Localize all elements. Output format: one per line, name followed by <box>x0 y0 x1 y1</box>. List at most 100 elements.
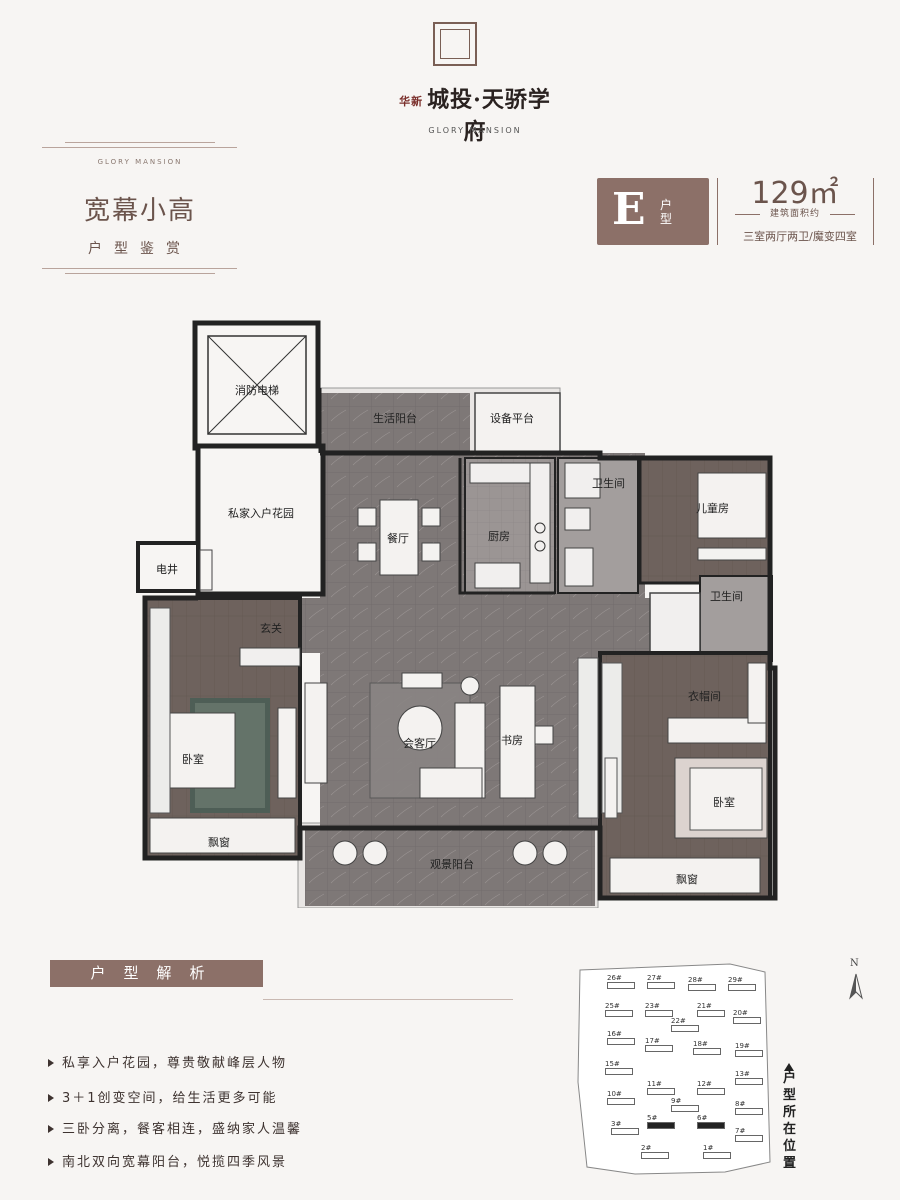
room-foyer: 玄关 <box>260 622 282 635</box>
site-building-block <box>607 1038 635 1045</box>
site-building-label: 25# <box>605 1002 620 1010</box>
analysis-point-text: 三卧分离，餐客相连，盛纳家人温馨 <box>62 1122 303 1137</box>
site-building-label: 18# <box>693 1040 708 1048</box>
analysis-point-4: 南北双向宽幕阳台，悦揽四季风景 <box>48 1151 287 1170</box>
site-building-block <box>645 1010 673 1017</box>
analysis-point-text: 私享入户花园，尊贵敬献峰层人物 <box>62 1056 288 1071</box>
unit-letter: E <box>612 184 646 235</box>
site-building-label: 6# <box>697 1114 708 1122</box>
site-building-label: 2# <box>641 1144 652 1152</box>
site-building-block <box>671 1105 699 1112</box>
unit-type-label: 户型 <box>660 198 673 226</box>
site-building-block <box>735 1135 763 1142</box>
site-building: 8# <box>735 1100 763 1115</box>
site-building-label: 17# <box>645 1037 660 1045</box>
site-building: 18# <box>693 1040 721 1055</box>
site-building-label: 23# <box>645 1002 660 1010</box>
site-building: 12# <box>697 1080 725 1095</box>
site-building-block <box>647 1088 675 1095</box>
site-building-block <box>703 1152 731 1159</box>
analysis-point-3: 三卧分离，餐客相连，盛纳家人温馨 <box>48 1118 302 1137</box>
analysis-point-2: 3＋1创变空间，给生活更多可能 <box>48 1087 278 1106</box>
site-building-block <box>735 1108 763 1115</box>
title-english: GLORY MANSION <box>97 158 183 166</box>
room-kitchen: 厨房 <box>488 530 510 543</box>
room-cloakroom: 衣帽间 <box>688 690 721 703</box>
site-building-label: 13# <box>735 1070 750 1078</box>
title-bottom-rule-2 <box>65 273 215 274</box>
site-building: 13# <box>735 1070 763 1085</box>
site-building-block <box>647 1122 675 1129</box>
site-map: 26#27#28#29#25#23#21#22#20#16#17#18#19#1… <box>575 962 775 1182</box>
site-building: 11# <box>647 1080 675 1095</box>
room-bathroom-1: 卫生间 <box>592 477 625 490</box>
site-building: 16# <box>607 1030 635 1045</box>
analysis-header-bar <box>50 960 263 987</box>
site-building-block <box>671 1025 699 1032</box>
compass-icon <box>846 972 866 1000</box>
room-bedroom-left: 卧室 <box>182 753 204 766</box>
site-building: 22# <box>671 1017 699 1032</box>
site-building-block <box>688 984 716 991</box>
site-building-block <box>735 1078 763 1085</box>
analysis-point-1: 私享入户花园，尊贵敬献峰层人物 <box>48 1052 287 1071</box>
unit-divider-right <box>873 178 874 245</box>
site-building-label: 1# <box>703 1144 714 1152</box>
site-building: 17# <box>645 1037 673 1052</box>
site-building: 9# <box>671 1097 699 1112</box>
site-building-label: 16# <box>607 1030 622 1038</box>
site-building: 6# <box>697 1114 725 1129</box>
brand-name: 华新城投·天骄学府 <box>390 82 560 146</box>
site-building-block <box>607 1098 635 1105</box>
site-building-label: 21# <box>697 1002 712 1010</box>
title-top-rule-2 <box>65 142 215 143</box>
site-building-label: 5# <box>647 1114 658 1122</box>
site-building-label: 12# <box>697 1080 712 1088</box>
site-building-label: 22# <box>671 1017 686 1025</box>
site-building: 10# <box>607 1090 635 1105</box>
unit-rooms: 三室两厅两卫/魔变四室 <box>743 230 857 243</box>
title-top-rule <box>42 147 237 148</box>
room-study: 书房 <box>501 734 523 747</box>
bullet-icon <box>48 1094 54 1102</box>
location-arrow-icon <box>784 1063 794 1071</box>
site-building-label: 10# <box>607 1090 622 1098</box>
site-building-label: 9# <box>671 1097 682 1105</box>
site-building: 25# <box>605 1002 633 1017</box>
site-building: 28# <box>688 976 716 991</box>
unit-divider-left <box>717 178 718 245</box>
site-building-label: 20# <box>733 1009 748 1017</box>
floor-plan-drawing <box>136 320 778 909</box>
unit-area: 129㎡ <box>751 176 839 211</box>
site-building: 7# <box>735 1127 763 1142</box>
analysis-point-text: 3＋1创变空间，给生活更多可能 <box>62 1091 278 1106</box>
room-living: 会客厅 <box>403 737 436 750</box>
site-building-block <box>605 1010 633 1017</box>
site-location-label: 户型所在位置 <box>783 1071 797 1171</box>
site-building-label: 29# <box>728 976 743 984</box>
site-building-label: 15# <box>605 1060 620 1068</box>
room-view-balcony: 观景阳台 <box>430 858 474 871</box>
brand-subtitle: GLORY MANSION <box>428 126 522 135</box>
page-title: 宽幕小高 <box>83 196 196 226</box>
room-entry-garden: 私家入户花园 <box>228 507 294 520</box>
site-building: 21# <box>697 1002 725 1017</box>
site-building-block <box>611 1128 639 1135</box>
site-building-block <box>647 982 675 989</box>
compass-letter: N <box>850 958 859 969</box>
site-building-block <box>641 1152 669 1159</box>
bullet-icon <box>48 1158 54 1166</box>
brand-name-text: 城投·天骄学府 <box>427 87 551 145</box>
site-building: 15# <box>605 1060 633 1075</box>
site-building: 20# <box>733 1009 761 1024</box>
site-building-label: 26# <box>607 974 622 982</box>
site-building-block <box>607 982 635 989</box>
site-building-label: 28# <box>688 976 703 984</box>
site-building: 2# <box>641 1144 669 1159</box>
site-building: 1# <box>703 1144 731 1159</box>
site-building-block <box>645 1045 673 1052</box>
site-building-block <box>697 1088 725 1095</box>
site-building: 3# <box>611 1120 639 1135</box>
analysis-point-text: 南北双向宽幕阳台，悦揽四季风景 <box>62 1155 288 1170</box>
title-bottom-rule <box>42 268 237 269</box>
